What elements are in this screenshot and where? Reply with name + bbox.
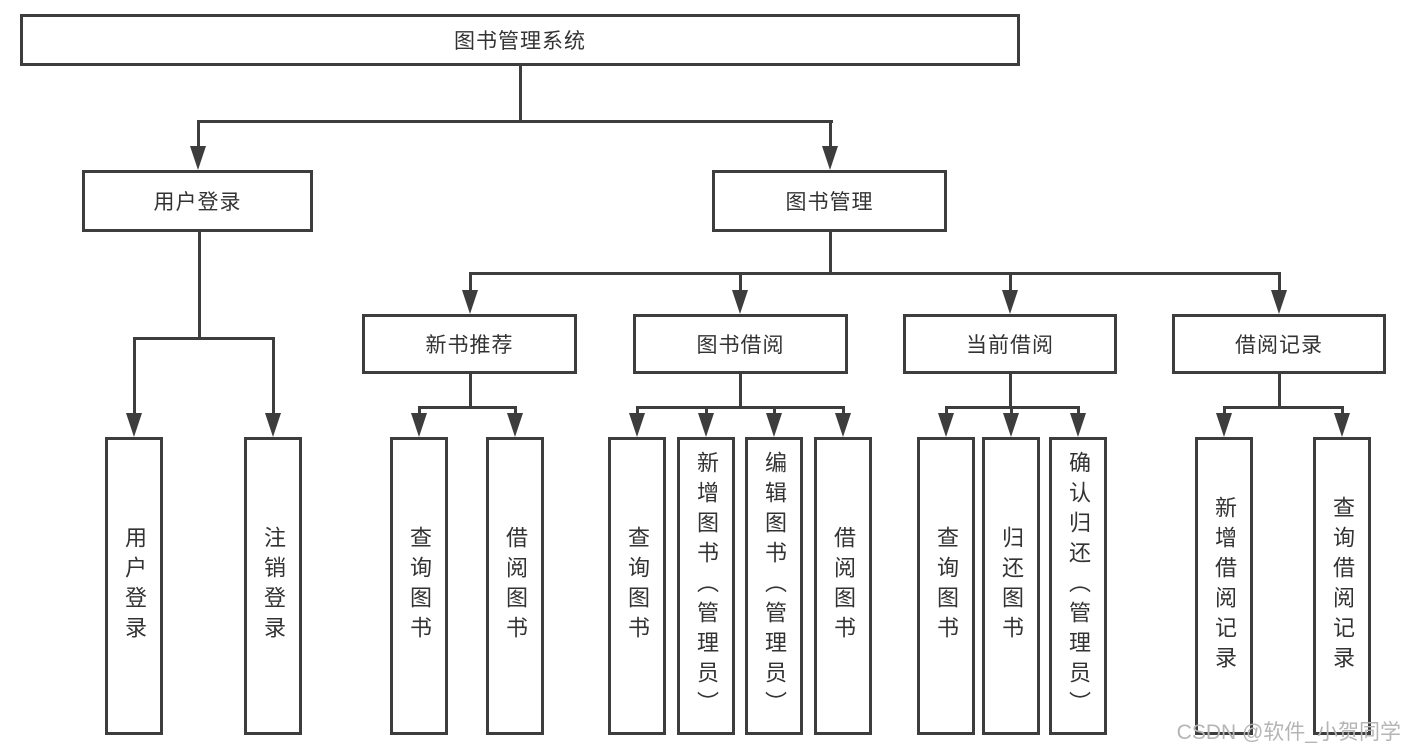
connector-line xyxy=(518,66,522,120)
leaf-borrow-books-recommend: 借阅图书 xyxy=(486,437,544,735)
leaf-label: 用户登录 xyxy=(122,526,147,646)
leaf-query-books-current: 查询图书 xyxy=(917,437,975,735)
connector-line xyxy=(468,272,1281,275)
connector-line xyxy=(468,272,472,292)
node-new-book-recommendation: 新书推荐 xyxy=(362,314,577,374)
arrow-down-icon xyxy=(732,290,748,314)
leaf-label: 新增图书（管理员） xyxy=(694,451,719,721)
leaf-label: 确认归还（管理员） xyxy=(1066,451,1091,721)
leaf-label: 查询借阅记录 xyxy=(1330,496,1355,676)
connector-line xyxy=(704,406,708,415)
node-label: 借阅记录 xyxy=(1235,334,1323,357)
connector-line xyxy=(944,406,948,415)
connector-line xyxy=(1008,374,1012,406)
node-label: 图书管理 xyxy=(785,191,874,214)
connector-line xyxy=(468,374,472,406)
connector-line xyxy=(197,232,201,337)
arrow-down-icon xyxy=(938,413,954,437)
arrow-down-icon xyxy=(766,413,782,437)
arrow-down-icon xyxy=(822,146,838,170)
connector-line xyxy=(132,337,136,415)
leaf-label: 编辑图书（管理员） xyxy=(762,451,787,721)
node-borrowing-records: 借阅记录 xyxy=(1172,314,1386,374)
connector-line xyxy=(1009,406,1013,415)
arrow-down-icon xyxy=(1334,413,1350,437)
arrow-down-icon xyxy=(698,413,714,437)
leaf-label: 借阅图书 xyxy=(831,526,856,646)
connector-line xyxy=(828,120,832,148)
leaf-label: 新增借阅记录 xyxy=(1212,496,1237,676)
leaf-user-login: 用户登录 xyxy=(105,437,163,735)
connector-line xyxy=(1008,272,1012,292)
leaf-label: 查询图书 xyxy=(934,526,959,646)
connector-line xyxy=(132,337,275,340)
connector-line xyxy=(1076,406,1080,415)
node-library-management-system: 图书管理系统 xyxy=(20,14,1020,66)
leaf-return-books: 归还图书 xyxy=(982,437,1040,735)
connector-line xyxy=(196,120,833,123)
leaf-borrow-books: 借阅图书 xyxy=(814,437,872,735)
connector-line xyxy=(635,406,639,415)
connector-line xyxy=(513,406,517,415)
connector-line xyxy=(841,406,845,415)
leaf-edit-books-admin: 编辑图书（管理员） xyxy=(745,437,803,735)
connector-line xyxy=(1277,272,1281,292)
leaf-label: 借阅图书 xyxy=(503,526,528,646)
leaf-query-books-recommend: 查询图书 xyxy=(390,437,448,735)
leaf-query-borrow-record: 查询借阅记录 xyxy=(1313,437,1371,735)
connector-line xyxy=(1222,406,1226,415)
arrow-down-icon xyxy=(190,146,206,170)
arrow-down-icon xyxy=(1271,290,1287,314)
connector-line xyxy=(417,406,517,409)
connector-line xyxy=(1277,374,1281,406)
connector-line xyxy=(417,406,421,415)
leaf-query-books-borrow: 查询图书 xyxy=(608,437,666,735)
arrow-down-icon xyxy=(126,413,142,437)
connector-line xyxy=(1340,406,1344,415)
node-label: 用户登录 xyxy=(153,191,242,214)
node-book-borrowing: 图书借阅 xyxy=(633,314,848,374)
node-label: 图书管理系统 xyxy=(454,30,586,53)
node-label: 新书推荐 xyxy=(425,334,514,357)
leaf-label: 注销登录 xyxy=(261,526,286,646)
leaf-add-borrow-record: 新增借阅记录 xyxy=(1195,437,1253,735)
leaf-label: 归还图书 xyxy=(999,526,1024,646)
leaf-logout: 注销登录 xyxy=(244,437,302,735)
arrow-down-icon xyxy=(1003,413,1019,437)
connector-line xyxy=(271,337,275,415)
arrow-down-icon xyxy=(411,413,427,437)
leaf-label: 查询图书 xyxy=(407,526,432,646)
node-book-management: 图书管理 xyxy=(712,170,947,232)
connector-line xyxy=(738,374,742,406)
node-label: 图书借阅 xyxy=(696,334,785,357)
arrow-down-icon xyxy=(265,413,281,437)
node-current-borrowing: 当前借阅 xyxy=(903,314,1117,374)
leaf-label: 查询图书 xyxy=(625,526,650,646)
node-user-login: 用户登录 xyxy=(82,170,313,232)
arrow-down-icon xyxy=(1070,413,1086,437)
connector-line xyxy=(635,406,845,409)
connector-line xyxy=(738,272,742,292)
connector-line xyxy=(1222,406,1344,409)
leaf-add-books-admin: 新增图书（管理员） xyxy=(677,437,735,735)
arrow-down-icon xyxy=(629,413,645,437)
csdn-watermark: CSDN @软件_小贺同学 xyxy=(1176,721,1401,744)
arrow-down-icon xyxy=(1216,413,1232,437)
connector-line xyxy=(196,120,200,148)
arrow-down-icon xyxy=(507,413,523,437)
leaf-confirm-return-admin: 确认归还（管理员） xyxy=(1049,437,1107,735)
connector-line xyxy=(828,232,832,272)
arrow-down-icon xyxy=(835,413,851,437)
arrow-down-icon xyxy=(1002,290,1018,314)
node-label: 当前借阅 xyxy=(966,334,1054,357)
arrow-down-icon xyxy=(462,290,478,314)
connector-line xyxy=(772,406,776,415)
